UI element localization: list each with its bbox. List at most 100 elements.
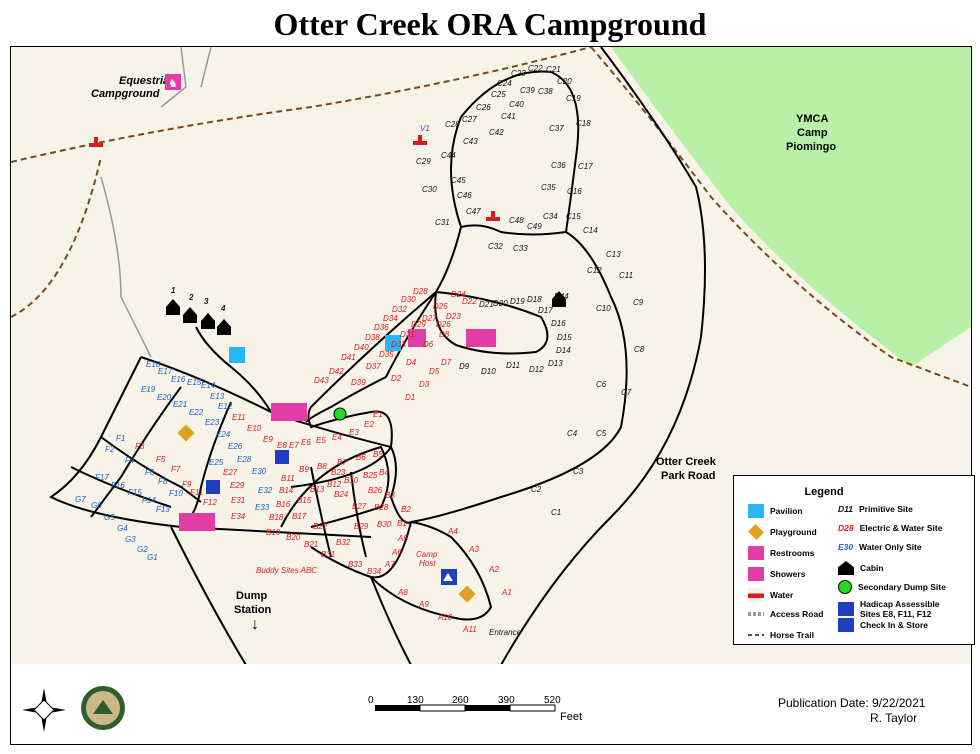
- site-label-c37[interactable]: C37: [549, 124, 564, 133]
- site-label-c45[interactable]: C45: [451, 176, 466, 185]
- site-label-c14[interactable]: C14: [583, 226, 598, 235]
- site-label-d27[interactable]: D27: [422, 314, 437, 323]
- site-label-b32[interactable]: B32: [336, 538, 351, 547]
- site-label-f3[interactable]: F3: [135, 442, 145, 451]
- site-label-c17[interactable]: C17: [578, 162, 593, 171]
- site-label-a4[interactable]: A4: [447, 527, 458, 536]
- site-label-e19[interactable]: E19: [141, 385, 156, 394]
- site-label-c41[interactable]: C41: [501, 112, 516, 121]
- site-label-b28[interactable]: B28: [374, 503, 389, 512]
- site-label-e26[interactable]: E26: [228, 442, 243, 451]
- site-label-d37[interactable]: D37: [366, 362, 381, 371]
- site-label-c12[interactable]: C12: [587, 266, 602, 275]
- site-label-c40[interactable]: C40: [509, 100, 524, 109]
- site-label-d42[interactable]: D42: [329, 367, 344, 376]
- site-label-f17[interactable]: F17: [95, 473, 109, 482]
- site-label-g5[interactable]: G5: [104, 513, 115, 522]
- site-label-d13[interactable]: D13: [548, 359, 563, 368]
- site-label-g1[interactable]: G1: [147, 553, 158, 562]
- site-label-d24[interactable]: D24: [451, 290, 466, 299]
- site-label-g3[interactable]: G3: [125, 535, 136, 544]
- site-label-e25[interactable]: E25: [209, 458, 224, 467]
- site-label-d8[interactable]: D8: [439, 330, 450, 339]
- site-label-a7[interactable]: A7: [384, 560, 395, 569]
- site-label-d3[interactable]: D3: [419, 380, 430, 389]
- site-label-e14[interactable]: E14: [201, 381, 216, 390]
- site-label-d23[interactable]: D23: [446, 312, 461, 321]
- site-label-c35[interactable]: C35: [541, 183, 556, 192]
- site-label-e24[interactable]: E24: [216, 430, 231, 439]
- site-label-b24[interactable]: B24: [334, 490, 349, 499]
- site-label-b5[interactable]: B5: [373, 450, 383, 459]
- site-label-b14[interactable]: B14: [279, 486, 294, 495]
- site-label-c39[interactable]: C39: [520, 86, 535, 95]
- site-label-d11[interactable]: D11: [506, 361, 520, 370]
- site-label-b16[interactable]: B16: [276, 500, 291, 509]
- site-label-c16[interactable]: C16: [567, 187, 582, 196]
- site-label-d22[interactable]: D22: [462, 297, 477, 306]
- site-label-c7[interactable]: C7: [621, 388, 632, 397]
- site-label-d41[interactable]: D41: [341, 353, 356, 362]
- site-label-c27[interactable]: C27: [462, 115, 477, 124]
- site-label-b15[interactable]: B15: [297, 496, 312, 505]
- site-label-d10[interactable]: D10: [481, 367, 496, 376]
- site-label-f11[interactable]: F11: [190, 488, 203, 497]
- site-label-c3[interactable]: C3: [573, 467, 584, 476]
- site-label-e28[interactable]: E28: [237, 455, 252, 464]
- site-label-e20[interactable]: E20: [157, 393, 172, 402]
- site-label-b20[interactable]: B20: [286, 533, 301, 542]
- site-label-b11[interactable]: B11: [281, 474, 295, 483]
- site-label-f5[interactable]: F5: [156, 455, 166, 464]
- site-label-d4[interactable]: D4: [406, 358, 417, 367]
- site-label-c28[interactable]: C28: [445, 120, 460, 129]
- site-label-c11[interactable]: C11: [619, 271, 633, 280]
- site-label-d26[interactable]: D26: [436, 320, 451, 329]
- site-label-d36[interactable]: D36: [374, 323, 389, 332]
- site-label-d30[interactable]: D30: [401, 295, 416, 304]
- site-label-e6[interactable]: E6: [301, 438, 311, 447]
- site-label-e32[interactable]: E32: [258, 486, 273, 495]
- site-label-e16[interactable]: E16: [171, 375, 186, 384]
- site-label-d2[interactable]: D2: [391, 374, 402, 383]
- site-label-b12[interactable]: B12: [327, 480, 342, 489]
- site-label-c19[interactable]: C19: [566, 94, 581, 103]
- site-label-c18[interactable]: C18: [576, 119, 591, 128]
- site-label-c23[interactable]: C23: [511, 69, 526, 78]
- site-label-f9[interactable]: F9: [182, 480, 192, 489]
- site-label-e10[interactable]: E10: [247, 424, 262, 433]
- site-label-c44[interactable]: C44: [441, 151, 456, 160]
- site-label-a3[interactable]: A3: [468, 545, 479, 554]
- site-label-d5[interactable]: D5: [429, 367, 440, 376]
- site-label-g2[interactable]: G2: [137, 545, 148, 554]
- site-label-b3[interactable]: B3: [385, 491, 395, 500]
- site-label-b18[interactable]: B18: [269, 513, 284, 522]
- site-label-c30[interactable]: C30: [422, 185, 437, 194]
- site-label-b30[interactable]: B30: [377, 520, 392, 529]
- site-label-a2[interactable]: A2: [488, 565, 499, 574]
- site-label-d16[interactable]: D16: [551, 319, 566, 328]
- site-label-d1[interactable]: D1: [405, 393, 415, 402]
- site-label-c31[interactable]: C31: [435, 218, 450, 227]
- site-label-c32[interactable]: C32: [488, 242, 503, 251]
- site-label-g6[interactable]: G6: [91, 501, 102, 510]
- site-label-d20[interactable]: D20: [493, 299, 508, 308]
- site-label-d12[interactable]: D12: [529, 365, 544, 374]
- site-label-d32[interactable]: D32: [392, 305, 407, 314]
- site-label-b31[interactable]: B31: [321, 550, 335, 559]
- site-label-c2[interactable]: C2: [531, 485, 542, 494]
- site-label-b7[interactable]: B7: [337, 458, 347, 467]
- site-label-c4[interactable]: C4: [567, 429, 578, 438]
- site-label-e29[interactable]: E29: [230, 481, 245, 490]
- site-label-d43[interactable]: D43: [314, 376, 329, 385]
- site-label-f4[interactable]: F4: [125, 456, 135, 465]
- site-label-d28[interactable]: D28: [413, 287, 428, 296]
- site-label-b25[interactable]: B25: [363, 471, 378, 480]
- site-label-b9[interactable]: B9: [299, 465, 309, 474]
- site-label-c34[interactable]: C34: [543, 212, 558, 221]
- site-label-g4[interactable]: G4: [117, 524, 128, 533]
- site-label-d34[interactable]: D34: [383, 314, 398, 323]
- site-label-d18[interactable]: D18: [527, 295, 542, 304]
- site-label-d17[interactable]: D17: [538, 306, 553, 315]
- site-label-a10[interactable]: A10: [437, 613, 453, 622]
- site-label-c15[interactable]: C15: [566, 212, 581, 221]
